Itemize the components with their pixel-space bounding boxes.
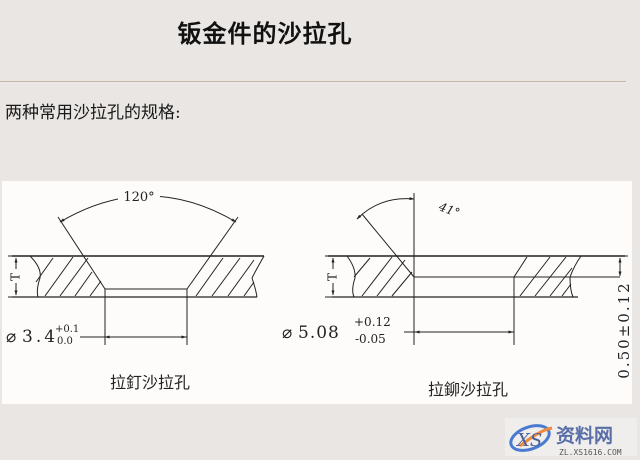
tolerance-lower: 0.0 <box>57 336 73 347</box>
drawing-panel <box>2 181 632 404</box>
thickness-label: T <box>326 273 340 281</box>
section-subtitle: 两种常用沙拉孔的规格: <box>5 103 181 123</box>
pull-rivet-countersink-figure <box>325 193 628 345</box>
thickness-label: T <box>9 273 23 281</box>
angle-label-120: 120° <box>123 190 154 205</box>
depth-label: 0.50±0.12 <box>615 281 633 378</box>
rivet-countersink-figure <box>8 195 265 345</box>
watermark: XS 资料网 ZL.XS1616.COM <box>505 418 637 457</box>
watermark-logo: XS <box>515 430 542 451</box>
watermark-url: ZL.XS1616.COM <box>559 448 622 457</box>
diameter-value: 3.4 <box>22 327 58 347</box>
tolerance-upper: +0.12 <box>354 315 391 329</box>
figure-caption: 拉鉚沙拉孔 <box>428 380 508 399</box>
title-divider-highlight <box>0 83 626 84</box>
figure-caption: 拉釘沙拉孔 <box>110 373 190 392</box>
title-divider <box>0 81 626 82</box>
diameter-symbol: ⌀ <box>6 327 16 347</box>
tolerance-upper: +0.1 <box>55 324 79 335</box>
diameter-symbol: ⌀ <box>282 323 292 343</box>
diameter-value: 5.08 <box>298 323 340 343</box>
page-title: 钣金件的沙拉孔 <box>177 20 353 48</box>
tolerance-lower: -0.05 <box>355 332 386 346</box>
watermark-text: 资料网 <box>556 424 613 447</box>
angle-label-41: 41° <box>436 199 462 220</box>
